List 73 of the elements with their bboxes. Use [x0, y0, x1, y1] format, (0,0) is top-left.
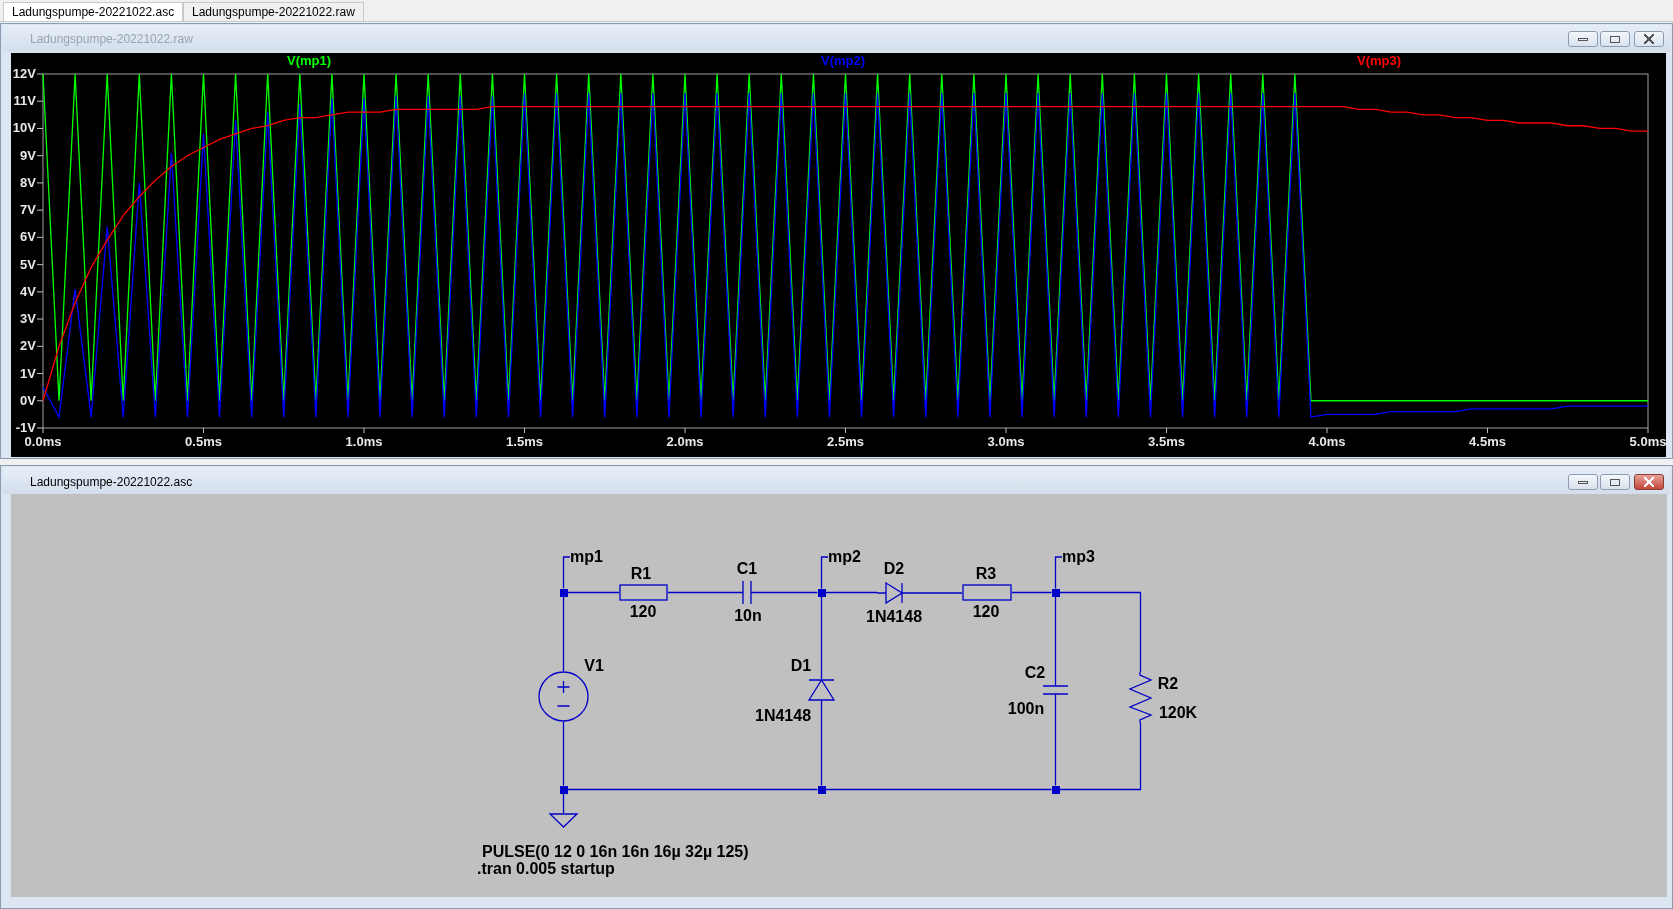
component-label: R1	[630, 565, 652, 583]
axis-tick-label: 11V	[12, 93, 36, 109]
axis-tick-label: 7V	[19, 202, 36, 218]
wire	[824, 788, 1053, 791]
component-label: D2	[883, 560, 905, 578]
spice-directive: .tran 0.005 startup	[477, 860, 615, 878]
axis-tick-label: 0V	[19, 392, 36, 408]
wire	[562, 595, 565, 672]
axis-tick-label: 5.0ms	[1629, 434, 1667, 449]
axis-tick-label: 3V	[19, 311, 36, 327]
axis-tick-label: 6V	[19, 229, 36, 245]
axis-tick-label: 10V	[11, 120, 36, 136]
wire	[752, 591, 819, 594]
ground-symbol	[549, 813, 578, 828]
wire	[820, 556, 829, 590]
axis-tick-label: 4V	[19, 283, 36, 299]
trace-name: V(mp2)	[820, 53, 866, 68]
axis-tick-label: 2V	[19, 338, 36, 354]
net-label: mp1	[570, 547, 603, 567]
component-label: V1	[584, 657, 604, 675]
component-label: R2	[1157, 675, 1179, 693]
component-value: 120	[629, 603, 657, 621]
wire	[667, 591, 742, 594]
axis-tick-label: 5V	[19, 256, 36, 272]
wire	[820, 595, 823, 673]
axis-tick-label: 3.0ms	[987, 434, 1025, 449]
component-value: 1N4148	[755, 707, 811, 725]
wire	[562, 721, 565, 787]
wire	[824, 591, 878, 594]
axis-tick-label: -1V	[14, 420, 36, 435]
axis-tick-label: 1V	[19, 365, 36, 381]
component-value: 120K	[1158, 704, 1198, 722]
axis-tick-label: 0.5ms	[185, 434, 222, 449]
wire	[566, 591, 620, 594]
wire	[562, 556, 571, 590]
component-value: 120	[972, 603, 1000, 621]
axis-tick-label: 0.0ms	[24, 434, 62, 449]
axis-tick-label: 4.0ms	[1308, 434, 1346, 449]
axis-tick-label: 2.0ms	[666, 434, 704, 449]
axis-tick-label: 2.5ms	[827, 434, 864, 449]
axis-tick-label: 12V	[11, 66, 36, 81]
component-label: R3	[975, 565, 997, 583]
net-label: mp2	[828, 547, 861, 567]
wire	[820, 708, 823, 787]
wire	[912, 592, 963, 594]
window-title: Ladungspumpe-20221022.raw	[30, 31, 193, 47]
file-tab: Ladungspumpe-20221022.raw	[183, 2, 364, 21]
wire	[1054, 695, 1057, 787]
trace-name: V(mp3)	[1356, 53, 1402, 68]
file-tab: Ladungspumpe-20221022.asc	[3, 2, 184, 21]
component-label: C2	[1024, 664, 1046, 682]
net-label: mp3	[1062, 547, 1095, 567]
spice-directive: PULSE(0 12 0 16n 16n 16µ 32µ 125)	[482, 843, 749, 861]
axis-tick-label: 3.5ms	[1148, 434, 1185, 449]
wire	[1058, 722, 1142, 791]
component-value: 10n	[734, 607, 762, 625]
component-value: 1N4148	[866, 608, 922, 626]
axis-tick-label: 1.0ms	[345, 434, 383, 449]
window-title: Ladungspumpe-20221022.asc	[30, 474, 193, 490]
wire	[1011, 591, 1053, 594]
trace-name: V(mp1)	[286, 53, 332, 68]
wire	[1054, 595, 1057, 685]
axis-tick-label: 9V	[19, 147, 36, 163]
wire	[1054, 556, 1063, 590]
component-label: C1	[736, 560, 758, 578]
axis-tick-label: 1.5ms	[506, 434, 543, 449]
wire	[1058, 591, 1142, 673]
axis-tick-label: 4.5ms	[1469, 434, 1506, 449]
component-value: 100n	[1007, 700, 1045, 718]
axis-tick-label: 8V	[19, 174, 36, 190]
wire	[566, 788, 819, 791]
component-label: D1	[790, 657, 812, 675]
wire	[562, 792, 565, 814]
